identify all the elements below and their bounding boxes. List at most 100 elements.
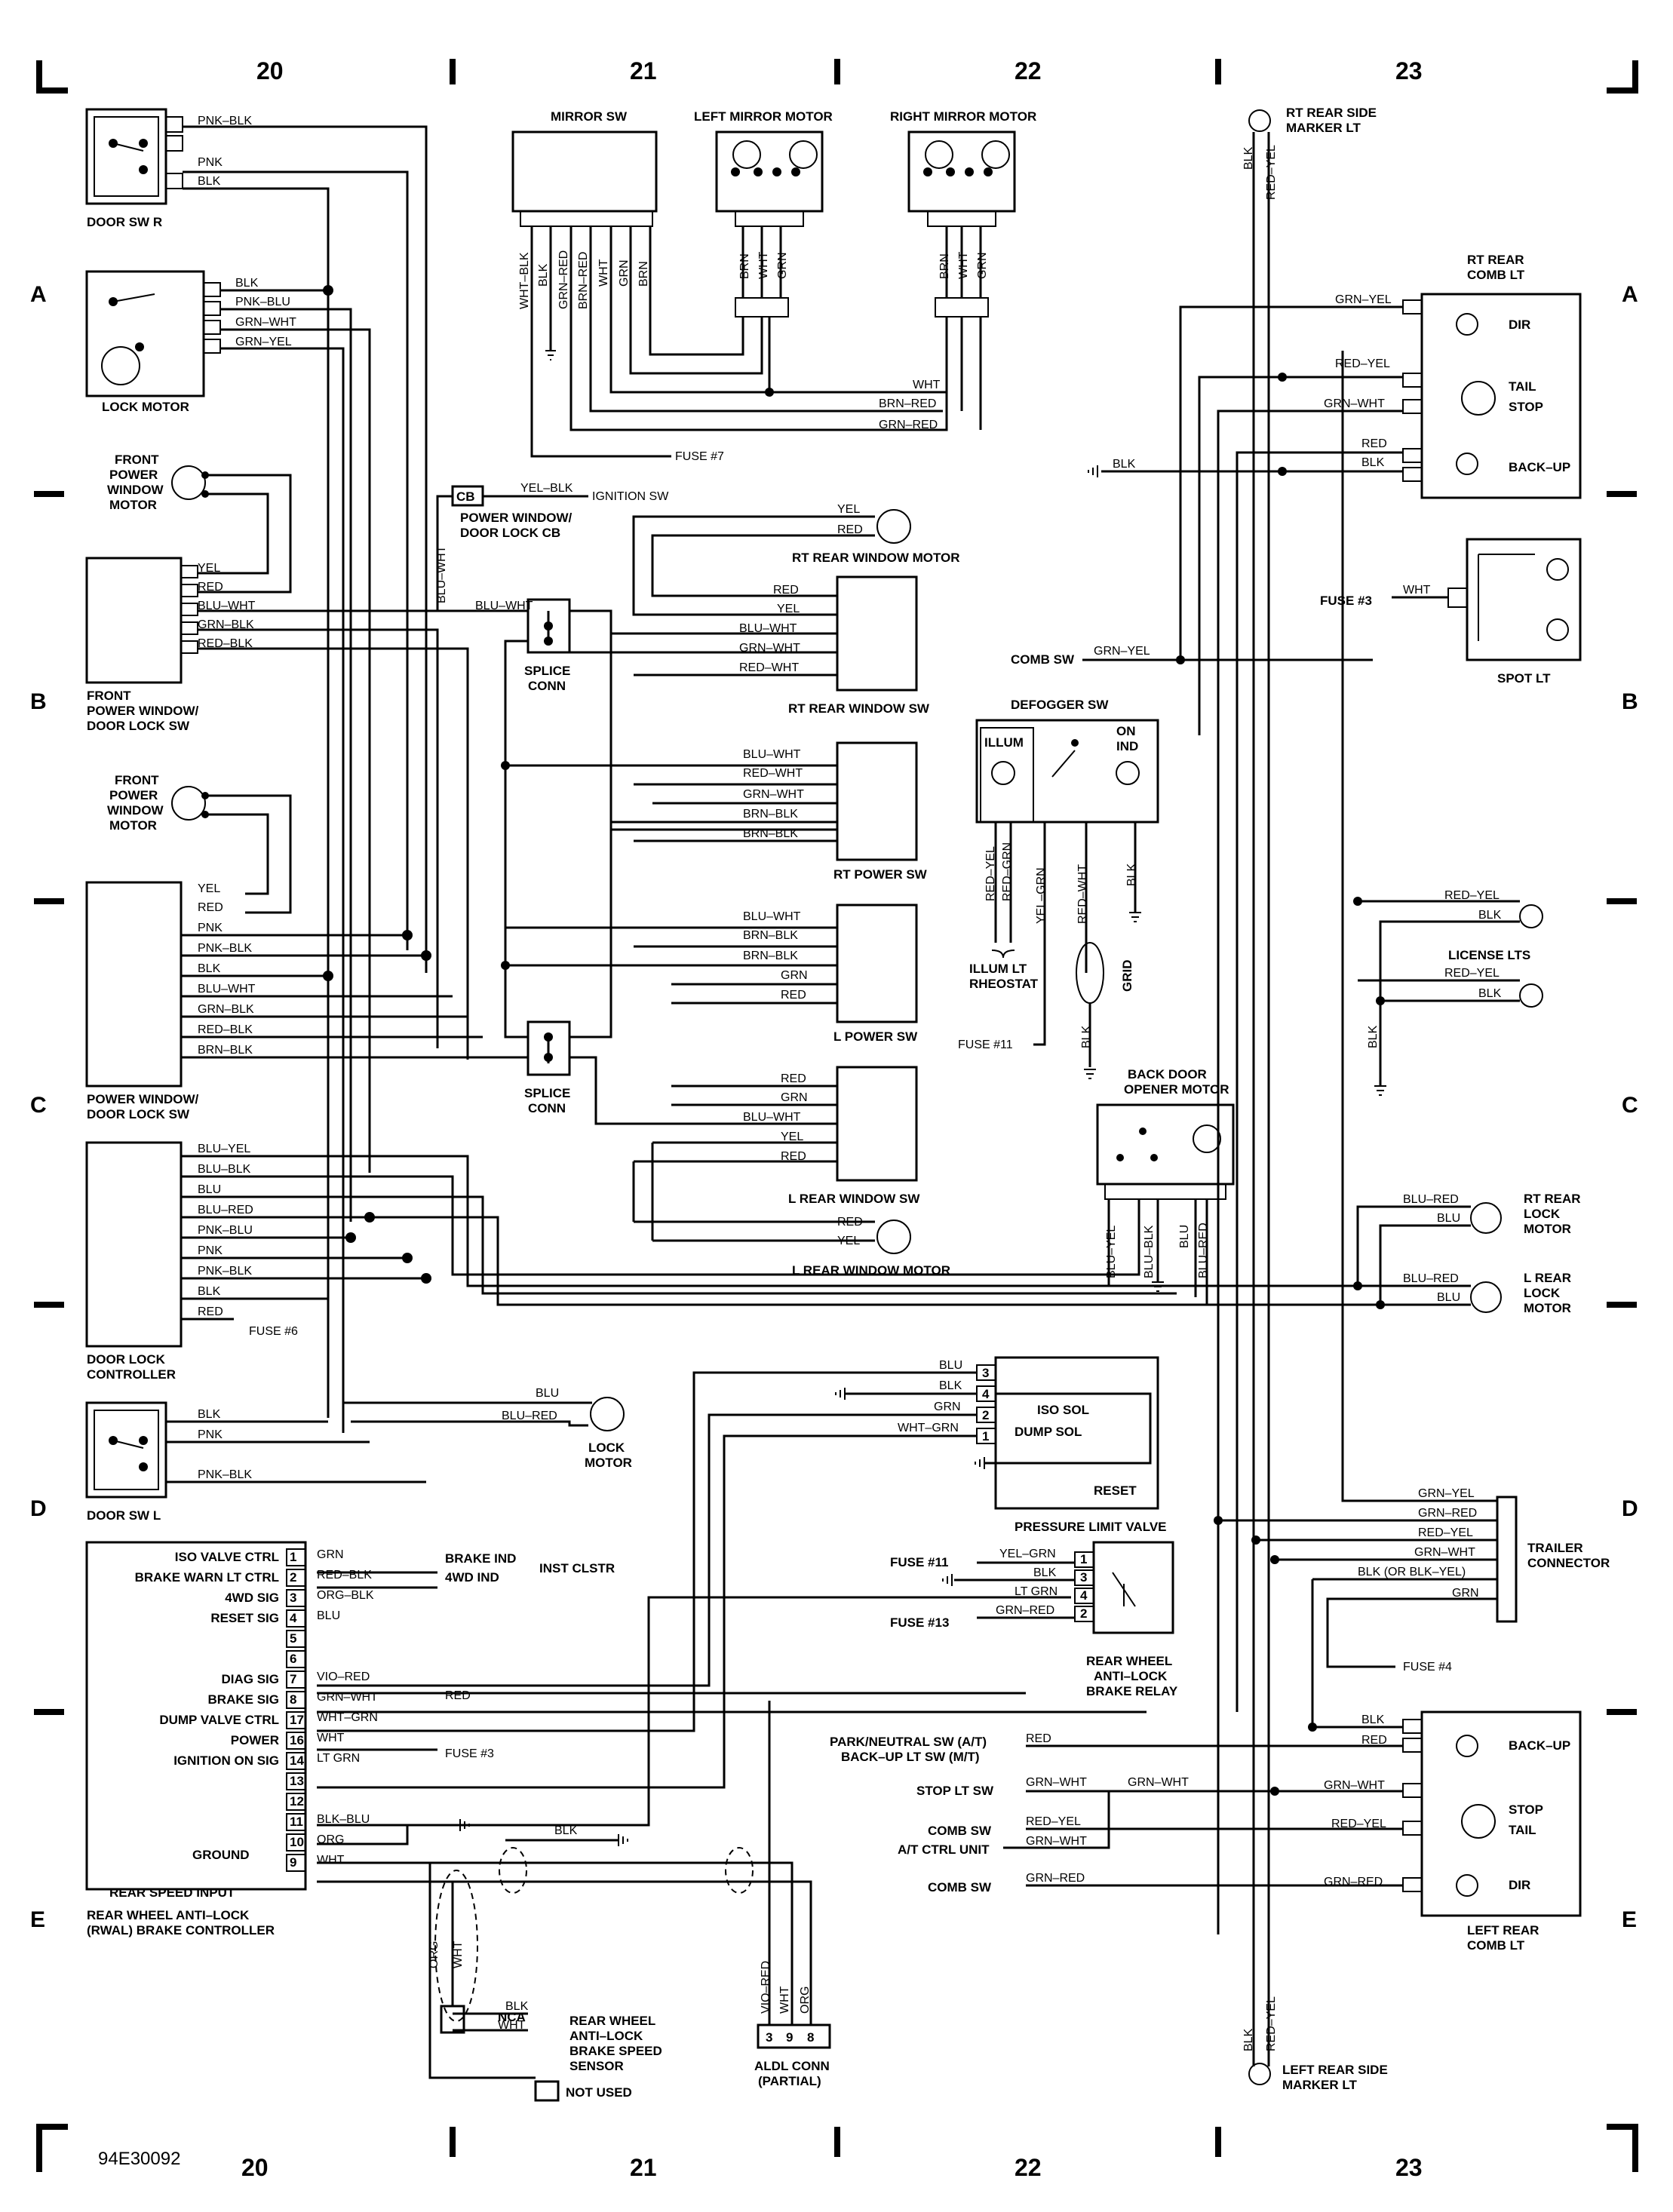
svg-text:BLU–RED: BLU–RED [1197, 1223, 1210, 1278]
svg-text:RED–YEL: RED–YEL [984, 846, 997, 901]
svg-text:BLK: BLK [537, 263, 550, 287]
rt-rear-window-sw: RED YEL BLU–WHT GRN–WHT RED–WHT RT REAR … [569, 575, 930, 716]
svg-text:BLK: BLK [554, 1824, 578, 1837]
wire-label: RED–YEL [1418, 1526, 1473, 1539]
svg-text:RT REAR WINDOW MOTOR: RT REAR WINDOW MOTOR [792, 551, 960, 565]
row-label: D [30, 1496, 47, 1521]
svg-text:2: 2 [1080, 1606, 1087, 1621]
wire-label: PNK–BLU [235, 296, 290, 308]
svg-text:IND: IND [1116, 739, 1138, 753]
svg-text:WINDOW: WINDOW [107, 483, 164, 497]
rt-power-sw: BLU–WHT RED–WHT GRN–WHT BRN–BLK BRN–BLK … [505, 741, 928, 882]
svg-text:CONNECTOR: CONNECTOR [1527, 1556, 1610, 1570]
svg-text:SPOT LT: SPOT LT [1497, 671, 1551, 686]
rt-rear-side-marker: RT REAR SIDE MARKER LT BLK RED–YEL [1242, 106, 1377, 2066]
svg-text:COMB LT: COMB LT [1467, 1938, 1525, 1953]
svg-text:FRONT: FRONT [115, 453, 159, 467]
circuit-breaker: CB YEL–BLK IGNITION SW POWER WINDOW/ DOO… [435, 482, 669, 611]
svg-text:BACK–UP LT SW (M/T): BACK–UP LT SW (M/T) [841, 1750, 980, 1764]
svg-text:RHEOSTAT: RHEOSTAT [969, 977, 1039, 991]
svg-text:3: 3 [766, 2030, 772, 2045]
wire-label: RED–BLK [198, 637, 253, 650]
svg-text:BACK–UP: BACK–UP [1509, 1738, 1570, 1753]
svg-text:FUSE #11: FUSE #11 [958, 1039, 1013, 1051]
fuse-7: FUSE #7 [675, 450, 724, 463]
svg-text:DEFOGGER SW: DEFOGGER SW [1011, 698, 1109, 712]
row-label: A [1622, 282, 1638, 307]
comb-sw-top: COMB SW GRN–YEL [1011, 645, 1373, 667]
rwal-pin-number: 3 [290, 1591, 296, 1605]
svg-text:RESET: RESET [1094, 1483, 1137, 1498]
svg-text:BLU–RED: BLU–RED [1403, 1272, 1459, 1285]
svg-text:3: 3 [1080, 1570, 1087, 1585]
rwal-pin-number: 6 [290, 1652, 296, 1666]
svg-text:RT REAR SIDE: RT REAR SIDE [1286, 106, 1377, 120]
svg-text:BRAKE SPEED: BRAKE SPEED [569, 2044, 662, 2058]
wire-label: BLK [939, 1379, 962, 1392]
svg-text:ON: ON [1116, 724, 1136, 738]
svg-text:SPLICE: SPLICE [524, 664, 570, 678]
svg-text:LOCK: LOCK [588, 1440, 625, 1455]
wire-label: BLU [198, 1183, 221, 1196]
svg-text:LEFT REAR SIDE: LEFT REAR SIDE [1282, 2063, 1388, 2077]
svg-text:POWER WINDOW/: POWER WINDOW/ [87, 1092, 199, 1106]
wire-label: PNK–BLK [198, 115, 252, 127]
wire-label: BLU–WHT [198, 600, 256, 612]
wire-label: GRN–WHT [235, 316, 296, 329]
svg-text:L REAR: L REAR [1524, 1271, 1571, 1285]
svg-text:TAIL: TAIL [1509, 1823, 1536, 1837]
wire-label: YEL [198, 562, 220, 575]
svg-text:GRN–YEL: GRN–YEL [1094, 645, 1150, 658]
svg-text:REAR SPEED INPUT: REAR SPEED INPUT [109, 1885, 235, 1900]
svg-text:FRONT: FRONT [115, 773, 159, 787]
svg-text:FUSE #11: FUSE #11 [890, 1555, 949, 1569]
svg-text:MOTOR: MOTOR [1524, 1222, 1571, 1236]
rwal-pin-box [286, 1630, 306, 1648]
svg-text:ILLUM: ILLUM [984, 735, 1024, 750]
front-pw-motor-2: FRONT POWER WINDOW MOTOR [107, 773, 292, 914]
rwal-pin-box [286, 1569, 306, 1587]
rwal-pin-box [286, 1793, 306, 1811]
svg-text:ALDL CONN: ALDL CONN [754, 2059, 830, 2073]
svg-text:IGNITION SW: IGNITION SW [592, 490, 669, 503]
wire-label: GRN [1452, 1587, 1479, 1600]
wire-label: BLK [1361, 1713, 1385, 1726]
wire-label: BRN–BLK [743, 950, 798, 962]
wire-label: GRN–RED [1418, 1507, 1477, 1520]
speed-sensor: NCA NOT USED REAR WHEEL ANTI–LOCK BRAKE … [317, 1824, 812, 2102]
svg-text:SPLICE: SPLICE [524, 1086, 570, 1100]
lock-motor-top-label: LOCK MOTOR [102, 400, 189, 414]
wire-label: PNK [198, 156, 223, 169]
svg-text:TRAILER: TRAILER [1527, 1541, 1583, 1555]
rwal-pin-box [286, 1854, 306, 1872]
svg-text:GRID: GRID [1120, 960, 1134, 992]
svg-text:BACK–UP: BACK–UP [1509, 460, 1570, 474]
mirror-sw: MIRROR SW WHT–BLK BLK GRN–RED BRN–RED WH… [511, 109, 982, 463]
svg-text:RED–YEL: RED–YEL [1265, 1996, 1278, 2051]
svg-text:RT REAR WINDOW SW: RT REAR WINDOW SW [788, 701, 930, 716]
back-door-opener: BACK DOOR OPENER MOTOR BLU–YEL BLU–BLK B… [1096, 1067, 1235, 1297]
rwal-pin-name: BRAKE WARN LT CTRL [135, 1570, 279, 1585]
col-label: 23 [1395, 2154, 1423, 2181]
wire-label: YEL [198, 882, 220, 895]
svg-text:BLK: BLK [505, 2000, 529, 2013]
wire-label: YEL–BLK [520, 482, 573, 495]
col-label: 23 [1395, 57, 1423, 84]
wire-label: RED–YEL [1444, 967, 1500, 980]
spot-lt: FUSE #3 WHT SPOT LT [1320, 538, 1582, 686]
left-rear-comb-lt: BACK–UP STOP TAIL DIR BLK RED GRN–WHT RE… [1026, 1579, 1582, 1953]
wire-label: RED–BLK [198, 1023, 253, 1036]
wire-label: YEL [837, 503, 860, 516]
svg-text:BLK: BLK [1367, 1025, 1380, 1048]
svg-text:GRN–WHT: GRN–WHT [1128, 1776, 1189, 1789]
svg-text:1: 1 [1080, 1552, 1087, 1566]
svg-text:RED–YEL: RED–YEL [1265, 145, 1278, 200]
svg-text:BRN–RED: BRN–RED [577, 252, 590, 309]
wire-label: GRN–WHT [743, 788, 804, 801]
rwal-pin-number: 1 [290, 1550, 296, 1564]
svg-text:DOOR LOCK CB: DOOR LOCK CB [460, 526, 560, 540]
svg-text:PARK/NEUTRAL SW (A/T): PARK/NEUTRAL SW (A/T) [830, 1735, 987, 1749]
row-label: C [1622, 1093, 1638, 1118]
wire-label: GRN–YEL [1335, 293, 1392, 306]
